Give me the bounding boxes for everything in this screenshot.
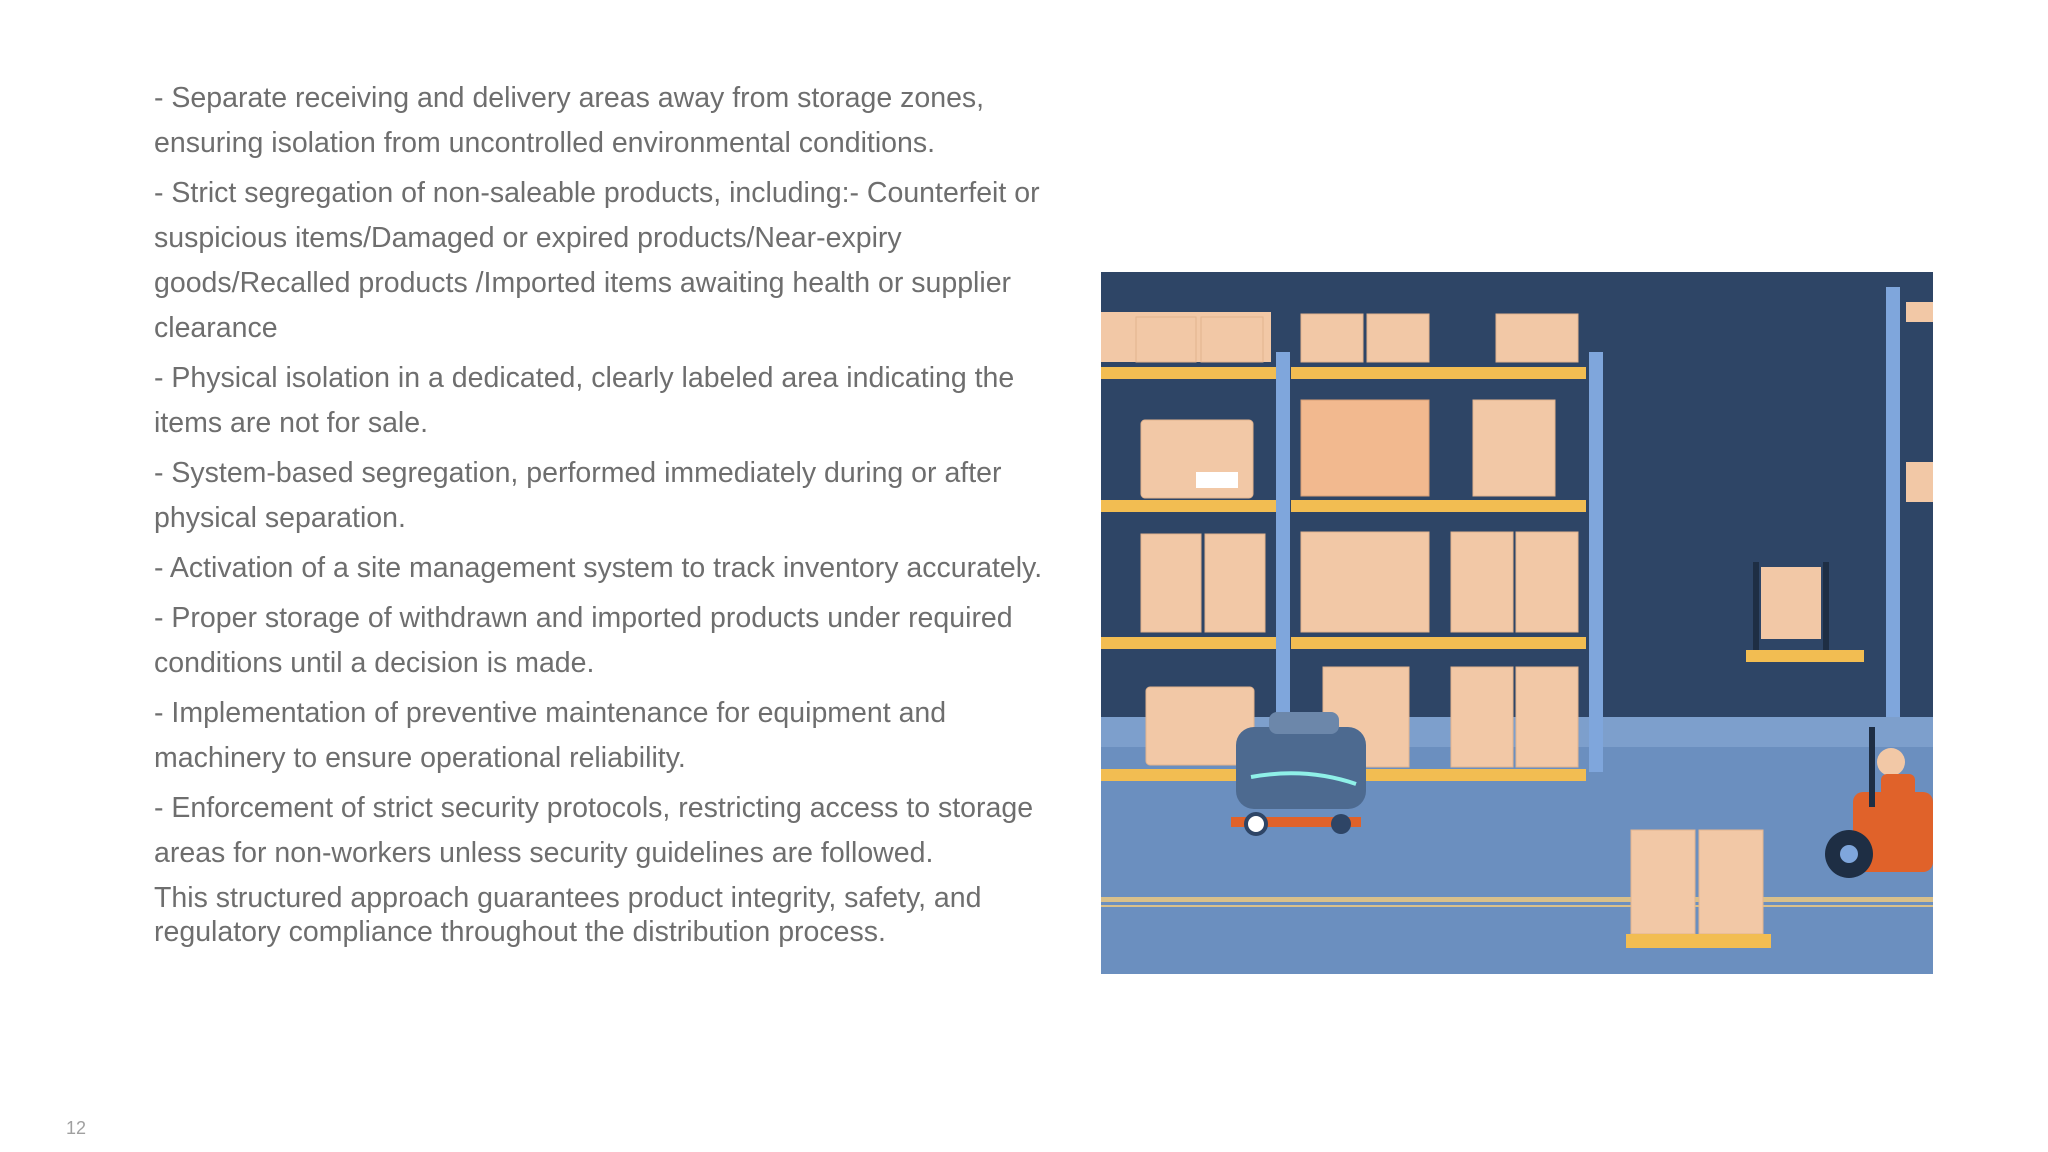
paragraph-system-segregation: - System-based segregation, performed im…: [154, 457, 1002, 534]
paragraph-non-saleable-segregation: - Strict segregation of non-saleable pro…: [154, 177, 1040, 344]
paragraph-receiving-areas: - Separate receiving and delivery areas …: [154, 82, 985, 159]
paragraph-security-protocols: - Enforcement of strict security protoco…: [154, 792, 1034, 869]
warehouse-illustration: [1101, 272, 1933, 974]
cleaning-robot: [1231, 712, 1366, 836]
forklift-background: [1746, 562, 1864, 662]
body-text: - Separate receiving and delivery areas …: [154, 76, 1059, 949]
paragraph-physical-isolation: - Physical isolation in a dedicated, cle…: [154, 362, 1015, 439]
floor-lane-line: [1101, 897, 1933, 902]
warehouse-scene-svg: [1101, 272, 1933, 974]
paragraph-preventive-maintenance: - Implementation of preventive maintenan…: [154, 697, 947, 774]
closing-statement: This structured approach guarantees prod…: [154, 882, 982, 948]
rack-post-right: [1886, 287, 1900, 717]
page-number: 12: [66, 1118, 87, 1138]
shelving-unit-left: [1101, 312, 1290, 781]
paragraph-site-management: - Activation of a site management system…: [154, 552, 1043, 584]
floor-pallet: [1626, 829, 1771, 948]
forklift-foreground: [1825, 727, 1933, 878]
paragraph-proper-storage: - Proper storage of withdrawn and import…: [154, 602, 1013, 679]
